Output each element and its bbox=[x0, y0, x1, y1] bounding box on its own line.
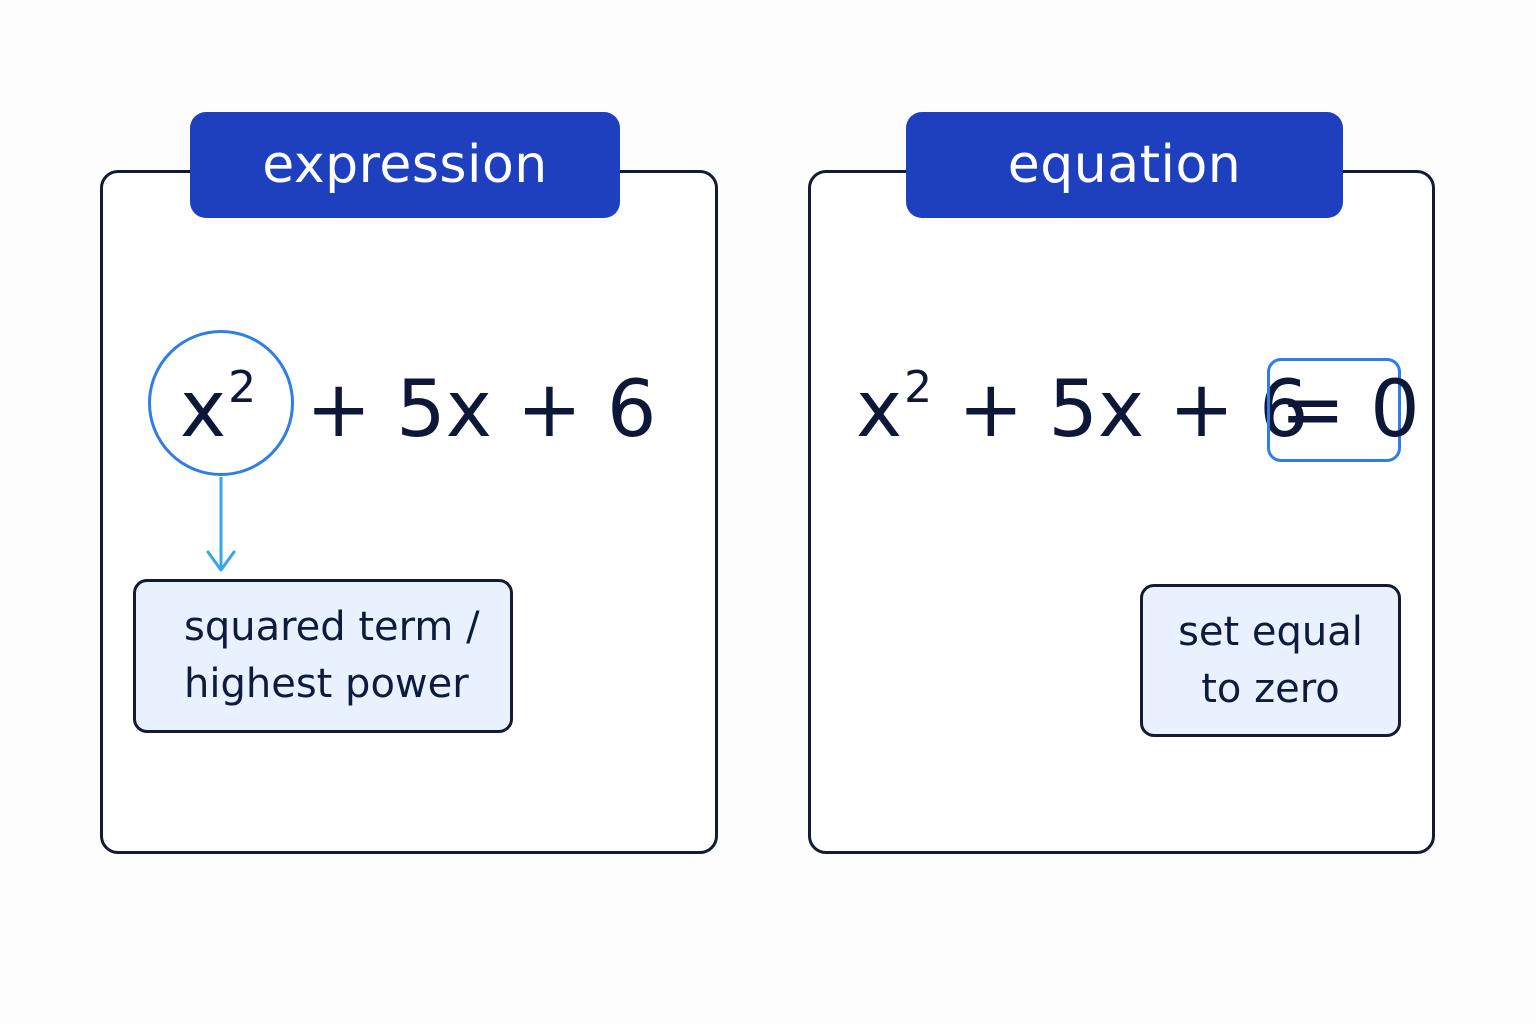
equals-zero: = 0 bbox=[1280, 365, 1420, 455]
term-exponent: 2 bbox=[228, 362, 257, 413]
note-line: squared term / bbox=[184, 604, 480, 650]
equation-header: equation bbox=[906, 112, 1343, 218]
expression-rest: + 5x + 6 bbox=[306, 365, 657, 455]
equals-zero-highlight-box bbox=[1267, 358, 1401, 462]
expression-panel bbox=[100, 170, 718, 854]
note-line: to zero bbox=[1201, 665, 1340, 712]
term-base: x bbox=[180, 365, 227, 455]
equation-left-side: x2 + 5x + 6 bbox=[856, 355, 1309, 465]
term-exponent: 2 bbox=[904, 362, 933, 413]
squared-term: x2 bbox=[180, 355, 256, 465]
note-line: set equal bbox=[1178, 608, 1363, 655]
equation-lhs-rest: + 5x + 6 bbox=[958, 365, 1309, 455]
expression-header: expression bbox=[190, 112, 620, 218]
term-base: x bbox=[856, 365, 903, 455]
equal-zero-note: set equal to zero bbox=[1140, 584, 1401, 737]
note-line: highest power bbox=[184, 661, 469, 707]
equation-panel bbox=[808, 170, 1435, 854]
squared-term-note: squared term / highest power bbox=[133, 579, 513, 733]
squared-term-highlight-circle bbox=[148, 330, 294, 476]
